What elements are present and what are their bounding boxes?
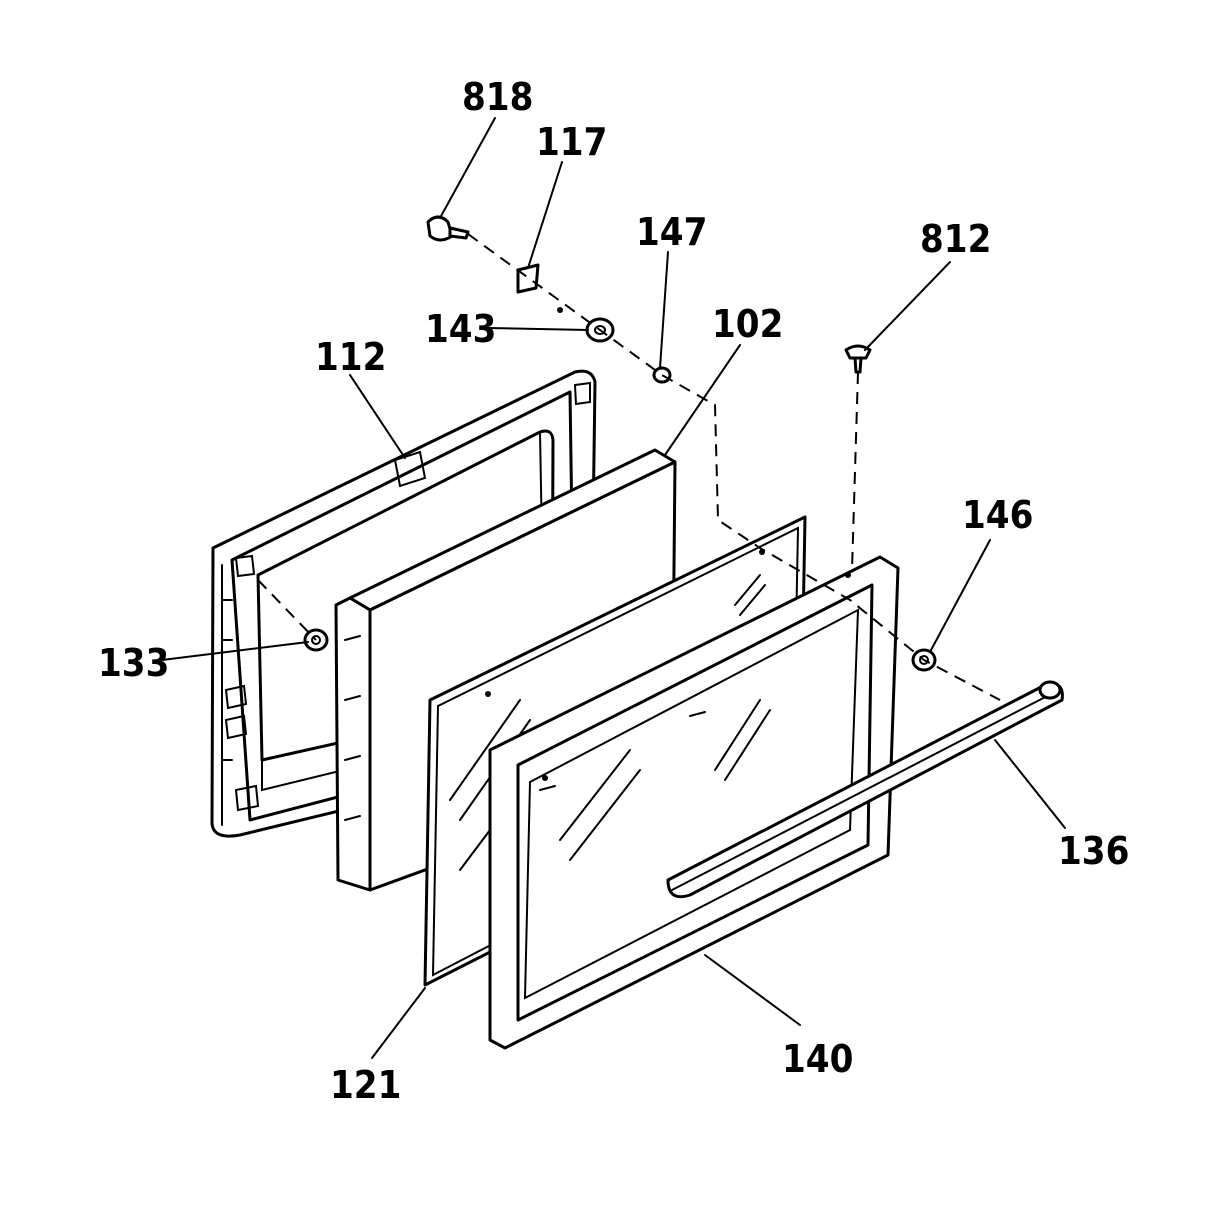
label-812: 812 (920, 217, 991, 261)
label-146: 146 (962, 493, 1033, 537)
part-812-screw (844, 344, 872, 374)
label-143: 143 (425, 307, 496, 351)
part-117-clip (516, 263, 540, 294)
part-140-outer-door-frame (488, 555, 900, 1050)
label-102: 102 (712, 302, 783, 346)
label-140: 140 (782, 1037, 853, 1081)
small-pin (557, 307, 563, 313)
part-labels: 818 117 147 812 143 102 112 146 133 136 … (98, 75, 1129, 1107)
label-818: 818 (462, 75, 533, 119)
label-136: 136 (1058, 829, 1129, 873)
label-112: 112 (315, 335, 386, 379)
label-133: 133 (98, 641, 169, 685)
part-146-bushing (911, 648, 937, 672)
label-147: 147 (636, 210, 707, 254)
leader-lines (161, 117, 1066, 1059)
part-147-washer (652, 366, 672, 384)
part-136-door-handle (666, 680, 1064, 899)
label-121: 121 (330, 1063, 401, 1107)
label-117: 117 (536, 120, 607, 164)
assembly-dashed-lines (257, 233, 1001, 701)
part-818-screw (426, 215, 470, 242)
